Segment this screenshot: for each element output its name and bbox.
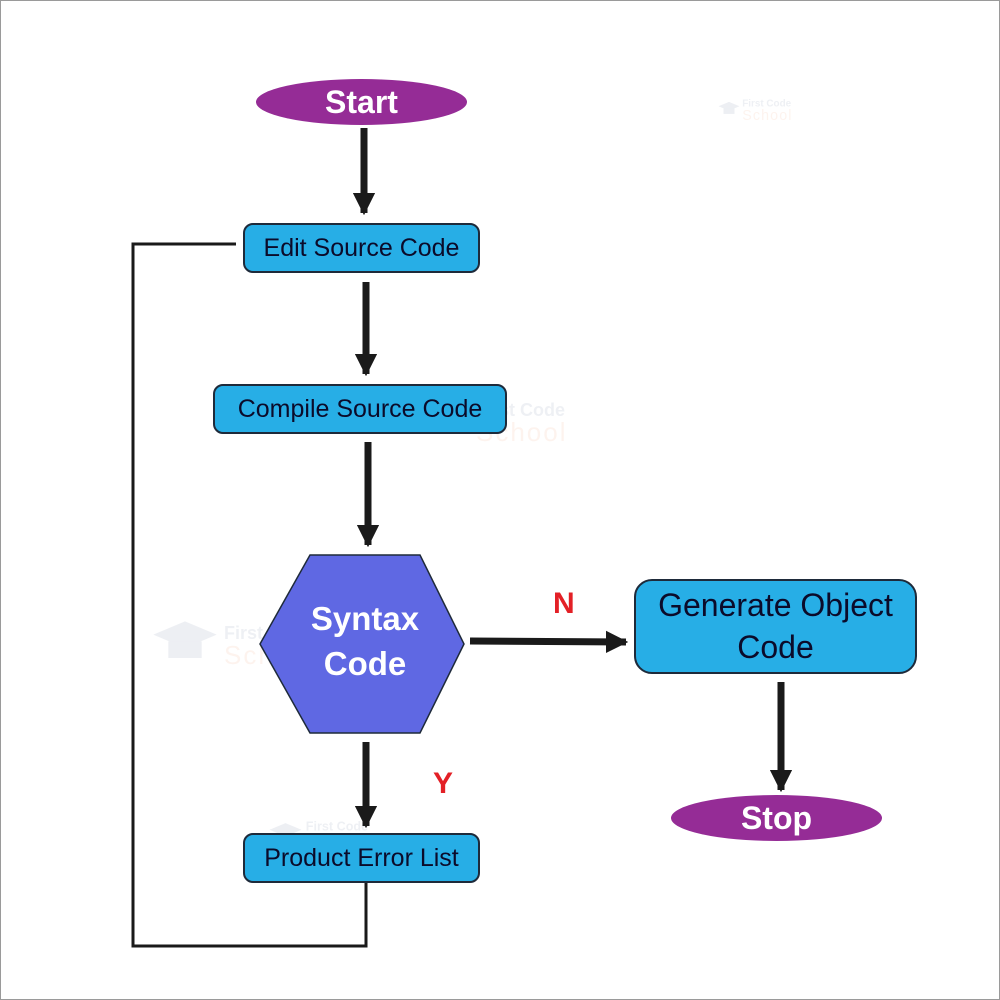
compile-source-code-box: Compile Source Code bbox=[213, 384, 507, 434]
yes-branch-label: Y bbox=[433, 767, 454, 800]
stop-label: Stop bbox=[740, 799, 813, 836]
start-label: Start bbox=[325, 83, 398, 120]
product-error-list-label: Product Error List bbox=[264, 843, 459, 872]
arrow-decision-to-generate bbox=[469, 630, 629, 654]
generate-object-code-box: Generate Object Code bbox=[634, 579, 917, 674]
loop-back-line bbox=[131, 242, 368, 948]
decision-hexagon bbox=[259, 554, 465, 734]
decision-label: Syntax Code bbox=[285, 597, 445, 686]
no-branch-label: N bbox=[553, 587, 575, 620]
product-error-list-box: Product Error List bbox=[243, 833, 480, 883]
edit-source-code-label: Edit Source Code bbox=[263, 233, 460, 262]
decision-label-line1: Syntax bbox=[310, 600, 420, 637]
compile-source-code-label: Compile Source Code bbox=[237, 394, 483, 423]
generate-object-code-label-line2: Code bbox=[737, 628, 814, 665]
start-terminal: Start bbox=[256, 79, 467, 125]
stop-terminal: Stop bbox=[671, 795, 882, 841]
edit-source-code-box: Edit Source Code bbox=[243, 223, 480, 273]
generate-object-code-label-line1: Generate Object bbox=[658, 586, 893, 623]
decision-label-line2: Code bbox=[323, 644, 407, 682]
